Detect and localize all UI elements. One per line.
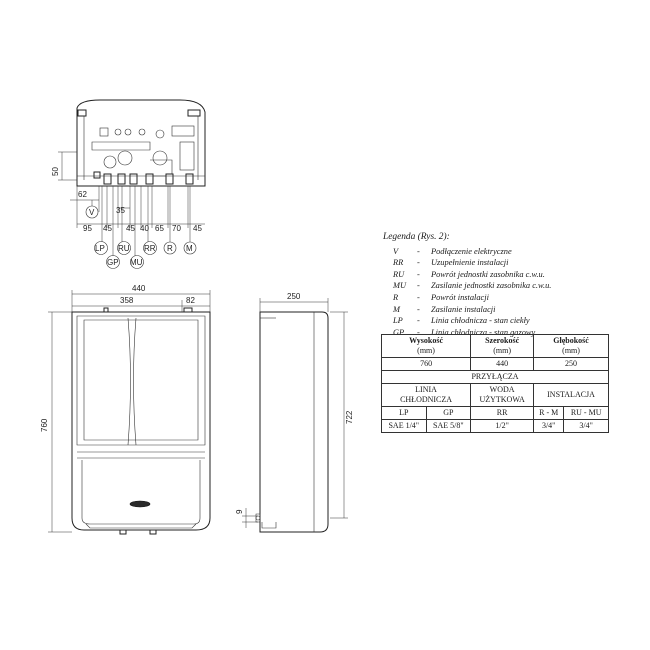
- spec-value-depth: 250: [533, 357, 609, 371]
- connector-RR: RR: [143, 241, 157, 255]
- spec-val-lp: SAE 1/4": [381, 419, 427, 433]
- spec-val-rm: 3/4": [533, 419, 565, 433]
- connector-MU: MU: [130, 255, 144, 269]
- legend-item: R-Powrót instalacji: [393, 292, 489, 302]
- side-view-dimensions: 250 722 9: [235, 292, 354, 528]
- dim-95: 95: [83, 224, 92, 233]
- connector-R: R: [163, 241, 177, 255]
- spec-value-height: 760: [380, 357, 472, 371]
- spec-col-gp: GP: [425, 406, 472, 420]
- spec-col-lp: LP: [381, 406, 427, 420]
- legend-item: MU-Zasilanie jednostki zasobnika c.w.u.: [393, 281, 552, 291]
- dim-65: 65: [155, 224, 164, 233]
- connector-RU: RU: [117, 241, 131, 255]
- spec-val-gp: SAE 5/8": [425, 419, 472, 433]
- dim-62: 62: [78, 190, 87, 199]
- svg-text:RU: RU: [118, 244, 130, 253]
- svg-text:RR: RR: [144, 244, 156, 253]
- legend-item: RU-Powrót jednostki zasobnika c.w.u.: [393, 269, 545, 279]
- dim-70: 70: [172, 224, 181, 233]
- spec-col-rumu: RU - MU: [563, 406, 609, 420]
- dim-35: 35: [116, 206, 125, 215]
- dim-9: 9: [235, 509, 244, 514]
- spec-val-rr: 1/2": [470, 419, 535, 433]
- legend-item: RR-Uzupełnienie instalacji: [393, 258, 509, 268]
- dim-45a: 45: [103, 224, 112, 233]
- spec-col-rm: R - M: [533, 406, 565, 420]
- dim-250: 250: [287, 292, 301, 301]
- legend-item: LP-Linia chłodnicza - stan ciekły: [393, 316, 530, 326]
- legend: Legenda (Rys. 2): V-Podłączenie elektryc…: [383, 232, 613, 338]
- spec-val-rumu: 3/4": [563, 419, 609, 433]
- front-view: [71, 307, 211, 535]
- dim-440: 440: [132, 284, 146, 293]
- svg-text:R: R: [167, 244, 173, 253]
- connector-LP: LP: [94, 241, 108, 255]
- connector-V: V: [85, 205, 99, 219]
- spec-group-installation: INSTALACJA: [533, 383, 609, 407]
- spec-header-width: Szerokość(mm): [470, 334, 535, 358]
- legend-item: M-Zasilanie instalacji: [393, 304, 496, 314]
- svg-text:V: V: [89, 208, 95, 217]
- spec-col-rr: RR: [470, 406, 535, 420]
- legend-item: GP-Linia chłodnicza - stan gazowy: [393, 327, 536, 337]
- spec-header-depth: Głębokość(mm): [533, 334, 609, 358]
- svg-text:LP: LP: [95, 244, 105, 253]
- svg-text:M: M: [186, 244, 193, 253]
- spec-connections-title: PRZYŁĄCZA: [381, 370, 609, 384]
- front-view-dimensions: 440 358 82 760: [40, 284, 211, 533]
- dim-45c: 45: [193, 224, 202, 233]
- dim-358: 358: [120, 296, 134, 305]
- svg-text:MU: MU: [130, 258, 143, 267]
- svg-text:GP: GP: [107, 258, 119, 267]
- bottom-view: [76, 99, 206, 187]
- legend-title: Legenda (Rys. 2):: [383, 232, 450, 242]
- connector-GP: GP: [106, 255, 120, 269]
- spec-value-width: 440: [470, 357, 535, 371]
- connector-M: M: [183, 241, 197, 255]
- spec-header-height: Wysokość(mm): [380, 334, 472, 358]
- legend-item: V-Podłączenie elektryczne: [393, 246, 512, 256]
- dim-40: 40: [140, 224, 149, 233]
- dim-760: 760: [40, 418, 49, 432]
- dim-82: 82: [186, 296, 195, 305]
- bottom-view-dimensions: 50 62 35 95 45 45 40 65 70 45 V LP GP RU…: [51, 151, 205, 269]
- dim-722: 722: [345, 410, 354, 424]
- spec-table: Wysokość(mm) Szerokość(mm) Głębokość(mm)…: [380, 334, 609, 433]
- dim-50: 50: [51, 167, 60, 176]
- dim-45b: 45: [126, 224, 135, 233]
- side-view: [255, 311, 329, 533]
